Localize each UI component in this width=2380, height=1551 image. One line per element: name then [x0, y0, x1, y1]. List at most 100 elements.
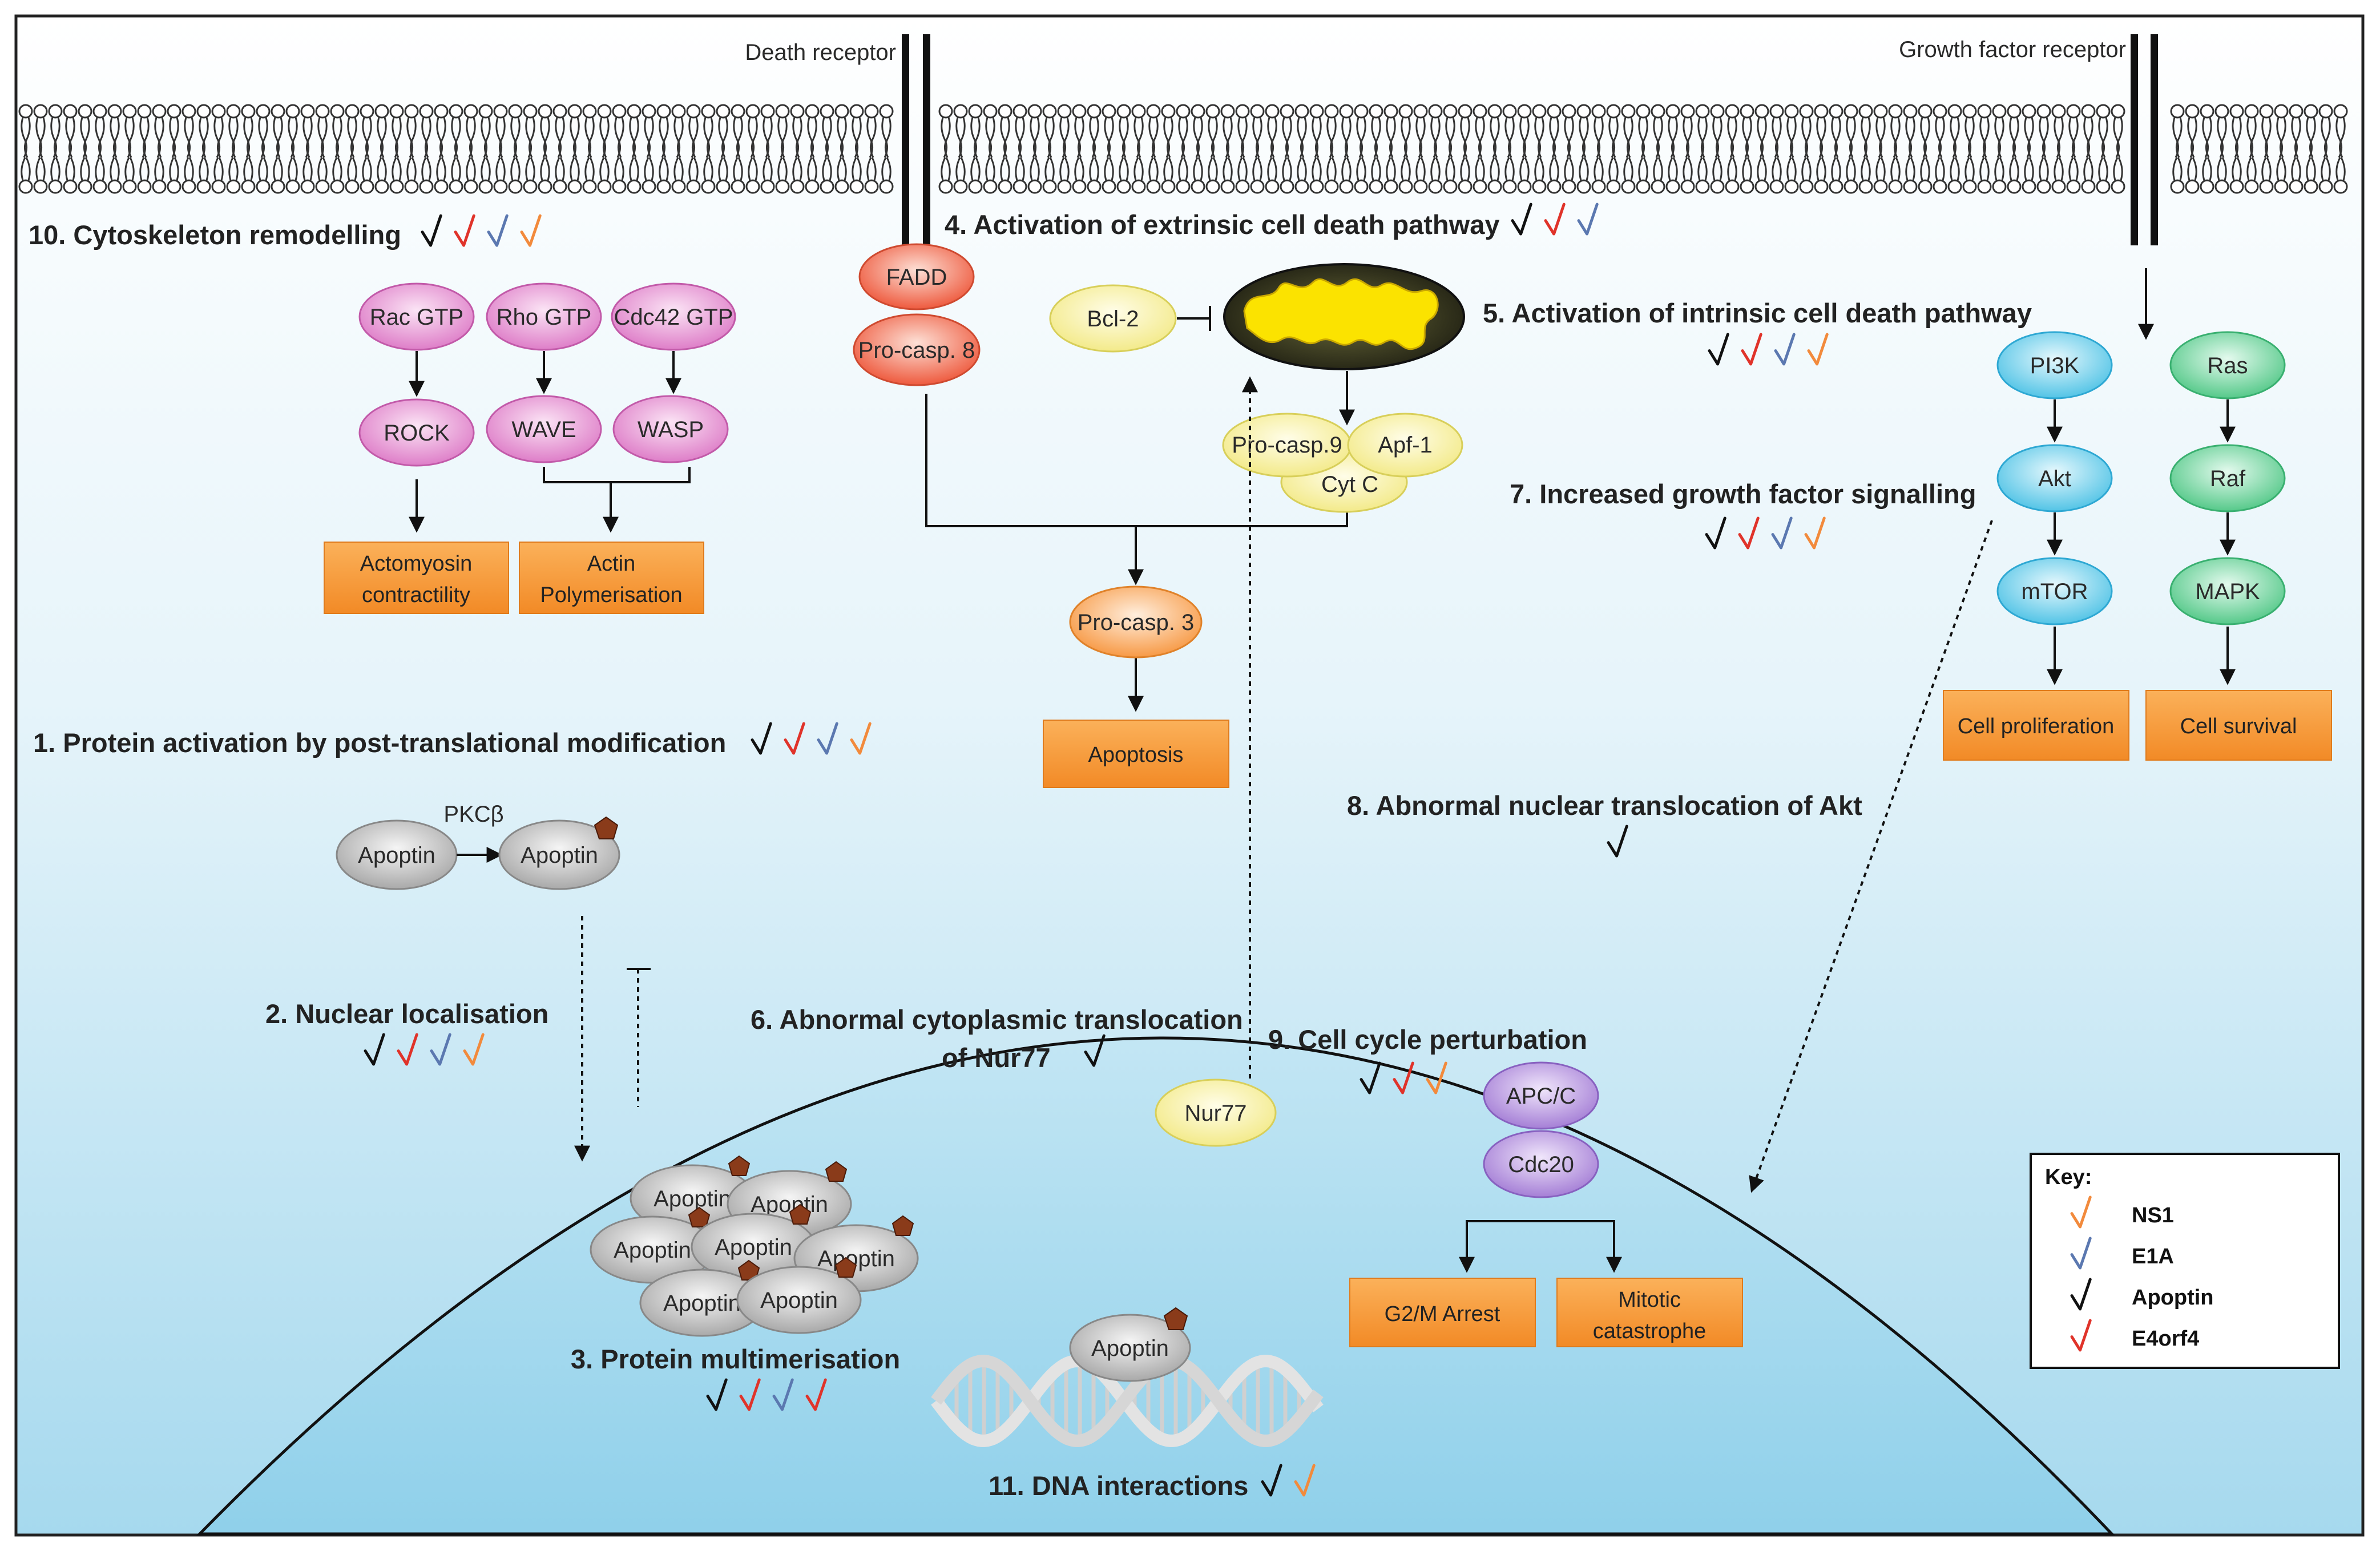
check-mark-apoptin	[1705, 516, 1726, 550]
check-mark-ns1	[520, 214, 542, 247]
check-mark-e4orf4	[397, 1033, 418, 1066]
heading-9: 9. Cell cycle perturbation	[1268, 1024, 1587, 1055]
extrinsic-arrows	[925, 394, 1348, 712]
checks-3	[706, 1378, 827, 1411]
node-cdc20-label: Cdc20	[1508, 1152, 1574, 1177]
heading-8: 8. Abnormal nuclear translocation of Akt	[1347, 790, 1862, 821]
check-mark-apoptin	[1360, 1061, 1381, 1094]
node-akt-label: Akt	[2038, 466, 2071, 491]
box-survival: Cell survival	[2145, 690, 2332, 761]
check-mark-e1a	[1577, 203, 1599, 236]
node-rho-gtp: Rho GTP	[486, 282, 602, 351]
box-actin-line1: Actin	[587, 552, 635, 576]
check-mark-e1a	[1771, 516, 1793, 550]
check-mark-e4orf4	[1544, 203, 1566, 236]
apoptin-monomer-label: Apoptin	[614, 1238, 691, 1263]
check-mark-ns1	[1294, 1464, 1316, 1497]
heading-3: 3. Protein multimerisation	[571, 1344, 900, 1374]
box-proliferation-label: Cell proliferation	[1958, 714, 2115, 738]
check-mark-ns1	[1426, 1061, 1447, 1094]
node-apcc-label: APC/C	[1506, 1084, 1576, 1109]
node-procasp8: Pro-casp. 8	[853, 313, 981, 386]
box-apoptosis-label: Apoptosis	[1088, 743, 1184, 767]
heading-2: 2. Nuclear localisation	[265, 999, 548, 1029]
phosphate-icon	[892, 1215, 914, 1236]
check-mark-apoptin	[751, 722, 772, 755]
box-actomyosin: Actomyosin contractility	[324, 542, 509, 614]
heading-11: 11. DNA interactions	[989, 1471, 1248, 1501]
apoptin-monomer-label: Apoptin	[760, 1288, 838, 1313]
apoptin-monomer-label: Apoptin	[663, 1291, 741, 1316]
node-procasp8-label: Pro-casp. 8	[858, 338, 975, 363]
heading-6-line2: of Nur77	[942, 1043, 1051, 1073]
node-apf1-label: Apf-1	[1378, 433, 1433, 458]
heading-6-line1: 6. Abnormal cytoplasmic translocation	[751, 1004, 1243, 1035]
apoptin-dna-bound: Apoptin	[1069, 1307, 1191, 1382]
death-receptor	[902, 34, 930, 251]
check-mark-e4orf4	[805, 1378, 827, 1411]
node-rac-gtp: Rac GTP	[358, 282, 475, 351]
node-raf-label: Raf	[2210, 466, 2246, 491]
growth-factor-receptor	[2131, 34, 2158, 245]
box-actomyosin-line1: Actomyosin	[360, 552, 472, 576]
check-mark-e4orf4	[1741, 333, 1762, 366]
checks-2	[364, 1033, 485, 1066]
check-mark-e4orf4	[454, 214, 475, 247]
check-mark-apoptin	[364, 1033, 385, 1066]
box-survival-label: Cell survival	[2180, 714, 2297, 738]
apoptin-monomer-label: Apoptin	[654, 1186, 731, 1211]
node-bcl2-label: Bcl-2	[1087, 306, 1139, 332]
growth-arrows	[2047, 399, 2236, 685]
check-mark-ns1	[1807, 333, 1829, 366]
node-pi3k-label: PI3K	[2030, 353, 2080, 378]
legend-item-label: E4orf4	[2132, 1327, 2199, 1351]
check-mark-apoptin	[1708, 333, 1729, 366]
death-receptor-label: Death receptor	[745, 40, 896, 65]
check-mark-apoptin	[1084, 1034, 1106, 1067]
node-ras-label: Ras	[2207, 353, 2248, 378]
node-mapk-label: MAPK	[2195, 579, 2260, 604]
cellcycle-arrows	[1459, 1220, 1622, 1273]
node-ras: Ras	[2169, 331, 2286, 399]
mitochondrion	[1223, 263, 1465, 370]
apoptin-active-label: Apoptin	[521, 843, 598, 868]
legend-item-label: NS1	[2132, 1203, 2174, 1227]
node-wave-label: WAVE	[511, 417, 576, 442]
phosphate-icon	[834, 1257, 857, 1278]
checks-6	[1084, 1034, 1106, 1067]
check-mark-apoptin	[706, 1378, 728, 1411]
checks-5	[1708, 333, 1829, 366]
apoptin-monomer-label: Apoptin	[715, 1235, 792, 1260]
checks-10	[421, 214, 542, 247]
heading-10: 10. Cytoskeleton remodelling	[29, 220, 401, 250]
apoptin-monomer-label: Apoptin	[751, 1192, 828, 1217]
legend-check-apoptin	[2070, 1278, 2092, 1311]
node-fadd: FADD	[858, 243, 975, 310]
checks-8	[1607, 825, 1628, 858]
node-nur77: Nur77	[1155, 1079, 1277, 1147]
apoptin-monomer	[736, 1266, 862, 1334]
bcl2-inhibition	[1177, 306, 1211, 331]
node-rock: ROCK	[358, 398, 475, 467]
node-procasp3: Pro-casp. 3	[1069, 585, 1203, 659]
phosphate-icon	[728, 1155, 751, 1176]
check-mark-e4orf4	[1393, 1061, 1414, 1094]
node-fadd-label: FADD	[886, 265, 947, 290]
apoptin-inactive-label: Apoptin	[358, 843, 435, 868]
legend-title: Key:	[2045, 1165, 2092, 1189]
node-rho-gtp-label: Rho GTP	[497, 305, 592, 330]
box-proliferation: Cell proliferation	[1943, 690, 2129, 761]
phosphate-icon	[594, 816, 619, 839]
growth-factor-receptor-label: Growth factor receptor	[1899, 37, 2126, 62]
heading-1: 1. Protein activation by post-translatio…	[33, 728, 726, 758]
box-mitotic-catastrophe: Mitotic catastrophe	[1556, 1278, 1743, 1347]
check-mark-e1a	[487, 214, 509, 247]
cell-membrane	[18, 104, 2348, 194]
box-mitotic-line2: catastrophe	[1593, 1319, 1707, 1343]
check-mark-ns1	[850, 722, 872, 755]
legend-check-ns1	[2070, 1195, 2092, 1229]
node-procasp3-label: Pro-casp. 3	[1078, 610, 1195, 635]
check-mark-e1a	[772, 1378, 794, 1411]
check-mark-ns1	[1804, 516, 1826, 550]
